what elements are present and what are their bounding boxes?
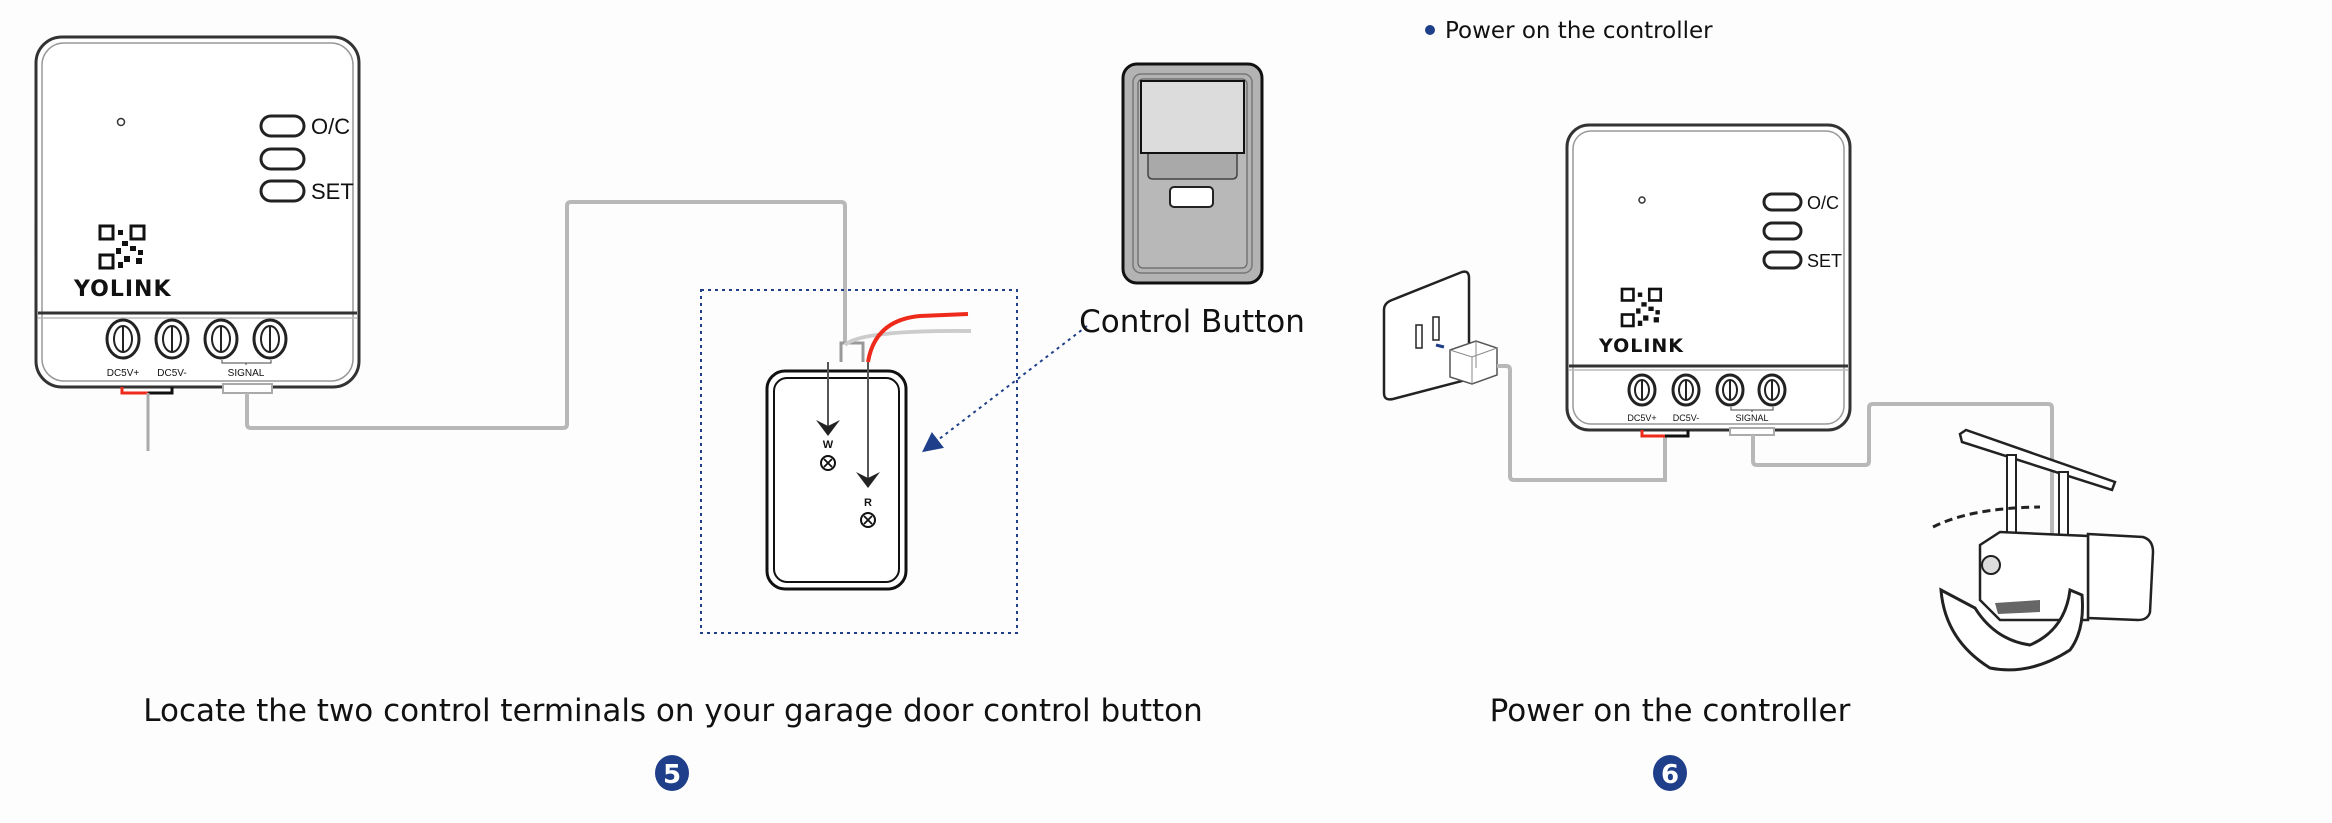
step6-bullet-heading: Power on the controller [1445,18,1713,44]
bullet-icon [1425,25,1435,35]
garage-door-opener-icon [1932,428,2155,672]
led-indicator-icon [116,117,126,127]
controller-buttons: O/C SET [259,114,354,204]
oc-label: O/C [1807,193,1839,213]
terminal-r-label: R [864,497,872,509]
yolink-logo: YOLINK [73,277,172,302]
set-label: SET [311,179,354,204]
power-wire-step6 [1497,364,1667,482]
terminal-arrows [816,362,880,488]
signal-connector [222,383,273,394]
screw-r-icon [860,512,876,528]
white-wire [843,328,972,347]
signal-wire-step6 [1751,402,2054,583]
oc-label: O/C [311,114,350,139]
pointer-arrow [922,325,1088,453]
qr-code-icon [1620,287,1663,328]
svg-text:6: 6 [1661,760,1679,790]
led-indicator-icon [1638,196,1646,204]
power-wires-step5 [120,387,174,451]
middle-button [259,147,306,171]
step6-number-badge: 6 [1653,755,1687,791]
terminal-screws [1627,373,1787,407]
signal-label: SIGNAL [1735,413,1768,423]
wire-stub [839,341,865,362]
control-button-label: Control Button [1079,304,1305,340]
step5-caption: Locate the two control terminals on your… [143,693,1203,729]
yolink-logo: YOLINK [1598,335,1684,357]
red-wire [866,312,969,363]
wall-button-backplate [765,369,908,591]
dc5v-plus-label: DC5V+ [107,368,140,379]
set-label: SET [1807,251,1842,271]
set-button [259,179,306,203]
dc5v-plus-label: DC5V+ [1627,413,1656,423]
step6-caption: Power on the controller [1490,693,1851,729]
terminal-screws [105,318,288,360]
oc-button [1762,192,1803,212]
dc5v-minus-label: DC5V- [157,368,186,379]
yolink-controller-step5: O/C SET YOLINK DC5V+ DC5V- SIGNAL [34,35,361,389]
middle-button [1762,221,1803,241]
step5-number-badge: 5 [655,755,689,791]
power-adapter [1435,340,1498,385]
set-button [1762,250,1803,270]
svg-text:5: 5 [663,760,681,790]
garage-control-button [1121,62,1264,285]
oc-button [259,114,306,138]
signal-wire-step5 [245,200,847,430]
terminal-w-label: W [823,439,834,451]
screw-w-icon [820,455,836,471]
signal-label: SIGNAL [228,368,265,379]
wall-outlet [1382,270,1471,401]
power-wires-step6 [1640,430,1690,438]
qr-code-icon [98,224,146,270]
signal-connector [1729,427,1775,436]
dc5v-minus-label: DC5V- [1673,413,1700,423]
yolink-controller-step6: O/C SET YOLINK DC5V+ DC5V- SIGNAL [1565,123,1852,432]
